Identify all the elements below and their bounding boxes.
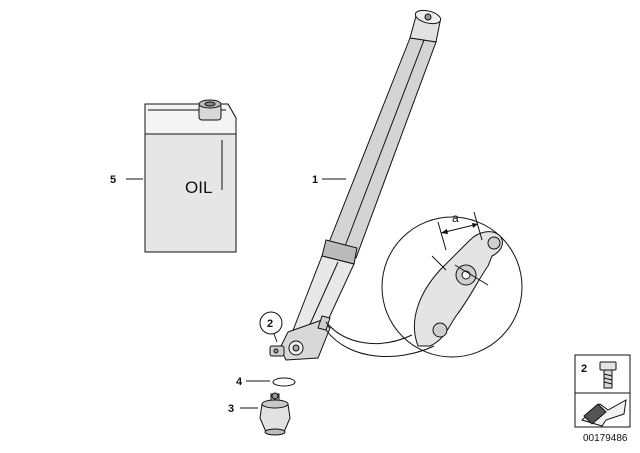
legend-box (574, 354, 631, 428)
o-ring[interactable] (272, 377, 296, 387)
callout-3[interactable]: 3 (228, 403, 234, 415)
callout-5[interactable]: 5 (110, 174, 116, 186)
callout-4[interactable]: 4 (236, 376, 243, 388)
callout-2[interactable]: 2 (267, 318, 273, 330)
oil-label: OIL (185, 178, 212, 197)
bottom-part[interactable] (259, 392, 291, 436)
drawing-id: 00179486 (583, 433, 628, 444)
callout-circle-2 (259, 311, 283, 335)
arrow-icon (580, 399, 627, 427)
detail-view (325, 211, 523, 358)
oil-can[interactable] (144, 99, 237, 253)
callout-leaders (126, 178, 346, 409)
screw-icon (599, 361, 617, 389)
dimension-a-label: a (452, 211, 459, 225)
fork-leg[interactable] (269, 8, 442, 361)
legend-item-number: 2 (581, 363, 587, 375)
callout-1[interactable]: 1 (312, 174, 318, 186)
